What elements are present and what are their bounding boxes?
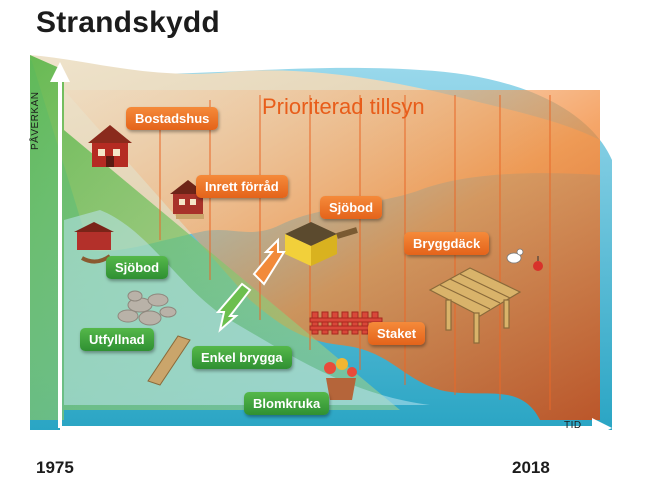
label-utfyllnad: Utfyllnad xyxy=(80,328,154,351)
label-sjobod-orange: Sjöbod xyxy=(320,196,383,219)
label-enkel-brygga: Enkel brygga xyxy=(192,346,292,369)
seagull-icon xyxy=(506,248,524,264)
up-arrow-icon xyxy=(252,237,286,286)
year-start: 1975 xyxy=(36,458,74,477)
flower-pot-icon xyxy=(324,358,357,400)
y-axis-arrow xyxy=(50,62,70,82)
year-end: 2018 xyxy=(512,458,550,477)
down-arrow-icon xyxy=(215,282,252,333)
label-bostadshus: Bostadshus xyxy=(126,107,219,130)
label-staket: Staket xyxy=(368,322,426,345)
label-blomkruka: Blomkruka xyxy=(244,392,330,415)
x-axis-label: TID xyxy=(564,420,582,431)
boathouse-yellow-icon xyxy=(285,222,358,266)
house-icon xyxy=(88,125,132,167)
label-inrett-forrad: Inrett förråd xyxy=(196,175,288,198)
label-sjobod-green: Sjöbod xyxy=(106,256,169,279)
simple-jetty-icon xyxy=(147,335,191,386)
buoy-icon xyxy=(533,256,543,271)
y-axis-label: PÅVERKAN xyxy=(30,91,41,150)
label-bryggdack: Bryggdäck xyxy=(404,232,490,255)
deck-icon xyxy=(428,267,522,344)
x-axis-arrow xyxy=(592,418,612,438)
stones-icon xyxy=(117,290,177,326)
page-title: Strandskydd xyxy=(36,6,220,39)
priority-heading: Prioriterad tillsyn xyxy=(262,94,425,119)
axes xyxy=(58,75,600,430)
